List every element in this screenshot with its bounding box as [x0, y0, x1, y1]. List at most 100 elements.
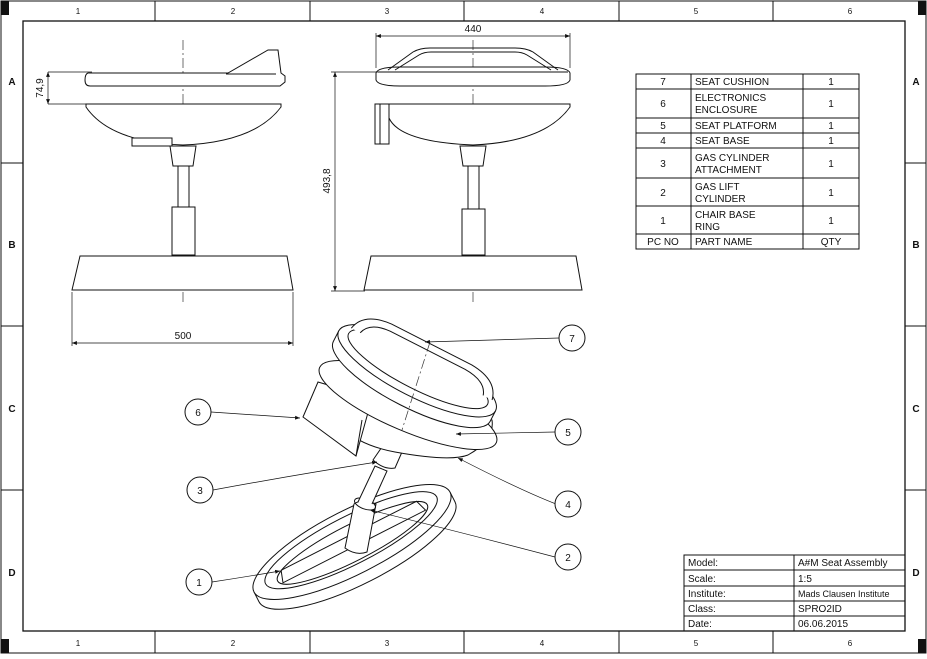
zone-labels: 1 2 3 4 5 6 1 2 3 4 5 6 — [76, 7, 853, 648]
dimension-total-height: 493,8 — [322, 71, 378, 292]
row-right-c: C — [912, 404, 919, 415]
svg-text:PART NAME: PART NAME — [695, 237, 753, 248]
svg-text:ENCLOSURE: ENCLOSURE — [695, 105, 758, 116]
exploded-view — [252, 318, 498, 610]
balloon-4: 4 — [554, 490, 582, 518]
svg-text:RING: RING — [695, 222, 720, 233]
balloon-2: 2 — [554, 543, 582, 571]
parts-row-5: 5 SEAT PLATFORM 1 — [660, 121, 834, 132]
row-right-b: B — [912, 240, 919, 251]
parts-row-4: 4 SEAT BASE 1 — [660, 136, 834, 147]
svg-text:SEAT BASE: SEAT BASE — [695, 136, 750, 147]
row-left-d: D — [8, 568, 15, 579]
svg-text:PC NO: PC NO — [647, 237, 679, 248]
svg-text:4: 4 — [660, 136, 666, 147]
svg-text:GAS CYLINDER: GAS CYLINDER — [695, 153, 769, 164]
svg-text:ATTACHMENT: ATTACHMENT — [695, 165, 762, 176]
parts-list-table: 7 SEAT CUSHION 1 6 ELECTRONICS ENCLOSURE… — [635, 73, 860, 250]
title-date-value: 06.06.2015 — [798, 619, 848, 630]
title-class-value: SPRO2ID — [798, 604, 842, 615]
svg-text:GAS LIFT: GAS LIFT — [695, 182, 739, 193]
zone-bottom-3: 3 — [385, 639, 390, 648]
title-class-label: Class: — [688, 604, 716, 615]
svg-text:7: 7 — [660, 77, 666, 88]
dim-width-front-label: 440 — [465, 24, 482, 35]
title-institute-value: Mads Clausen Institute — [798, 589, 890, 599]
dim-base-width-label: 500 — [175, 331, 192, 342]
svg-text:3: 3 — [197, 486, 203, 497]
zone-top-3: 3 — [385, 7, 390, 16]
svg-text:4: 4 — [565, 500, 571, 511]
svg-text:1: 1 — [828, 216, 834, 227]
svg-text:1: 1 — [196, 578, 202, 589]
row-left-a: A — [8, 77, 15, 88]
balloon-3: 3 — [186, 476, 214, 504]
svg-text:2: 2 — [660, 188, 666, 199]
parts-row-6: 6 ELECTRONICS ENCLOSURE 1 — [660, 93, 834, 116]
parts-row-3: 3 GAS CYLINDER ATTACHMENT 1 — [660, 153, 834, 176]
parts-row-7: 7 SEAT CUSHION 1 — [660, 77, 834, 88]
dimension-base-width: 500 — [71, 292, 294, 346]
zone-top-6: 6 — [848, 7, 853, 16]
svg-text:1: 1 — [660, 216, 666, 227]
svg-text:3: 3 — [660, 159, 666, 170]
front-view — [363, 40, 583, 302]
svg-text:1: 1 — [828, 99, 834, 110]
zone-bottom-1: 1 — [76, 639, 81, 648]
balloon-6: 6 — [184, 398, 212, 426]
svg-text:7: 7 — [569, 334, 575, 345]
svg-text:SEAT CUSHION: SEAT CUSHION — [695, 77, 769, 88]
title-institute-label: Institute: — [688, 589, 726, 600]
balloon-1: 1 — [185, 568, 213, 596]
svg-text:5: 5 — [565, 428, 571, 439]
svg-text:2: 2 — [565, 553, 571, 564]
zone-top-2: 2 — [231, 7, 236, 16]
zone-bottom-4: 4 — [540, 639, 545, 648]
zone-top-4: 4 — [540, 7, 545, 16]
svg-text:5: 5 — [660, 121, 666, 132]
parts-row-1: 1 CHAIR BASE RING 1 — [660, 210, 834, 233]
title-model-label: Model: — [688, 558, 718, 569]
svg-text:ELECTRONICS: ELECTRONICS — [695, 93, 766, 104]
svg-text:1: 1 — [828, 77, 834, 88]
svg-text:1: 1 — [828, 136, 834, 147]
zone-bottom-6: 6 — [848, 639, 853, 648]
balloon-5: 5 — [554, 418, 582, 446]
zone-bottom-2: 2 — [231, 639, 236, 648]
title-scale-label: Scale: — [688, 574, 716, 585]
balloons: 7 6 5 4 3 2 1 — [184, 324, 586, 596]
svg-text:SEAT PLATFORM: SEAT PLATFORM — [695, 121, 777, 132]
title-scale-value: 1:5 — [798, 574, 812, 585]
dimension-width-front: 440 — [375, 24, 571, 68]
zone-bottom-5: 5 — [694, 639, 699, 648]
gas-lift-cylinder-part — [344, 465, 388, 554]
svg-text:1: 1 — [828, 159, 834, 170]
side-view — [71, 40, 294, 302]
row-right-d: D — [912, 568, 919, 579]
svg-text:6: 6 — [660, 99, 666, 110]
svg-text:6: 6 — [195, 408, 201, 419]
dimension-seat-height: 74,9 — [35, 71, 92, 105]
parts-row-2: 2 GAS LIFT CYLINDER 1 — [660, 182, 834, 205]
row-left-c: C — [8, 404, 15, 415]
row-right-a: A — [912, 77, 919, 88]
parts-header-row: PC NO PART NAME QTY — [647, 237, 841, 248]
dim-seat-height-label: 74,9 — [35, 78, 46, 98]
svg-text:CYLINDER: CYLINDER — [695, 194, 746, 205]
seat-cushion-part — [331, 318, 497, 429]
row-labels: A B C D A B C D — [8, 77, 919, 579]
svg-text:1: 1 — [828, 121, 834, 132]
dim-total-height-label: 493,8 — [322, 168, 333, 193]
balloon-7: 7 — [558, 324, 586, 352]
zone-top-1: 1 — [76, 7, 81, 16]
svg-text:CHAIR BASE: CHAIR BASE — [695, 210, 756, 221]
svg-text:QTY: QTY — [821, 237, 842, 248]
row-left-b: B — [8, 240, 15, 251]
zone-top-5: 5 — [694, 7, 699, 16]
leader-lines — [210, 337, 560, 583]
title-model-value: A#M Seat Assembly — [798, 558, 887, 569]
title-block: Model: A#M Seat Assembly Scale: 1:5 Inst… — [683, 554, 906, 632]
title-date-label: Date: — [688, 619, 712, 630]
